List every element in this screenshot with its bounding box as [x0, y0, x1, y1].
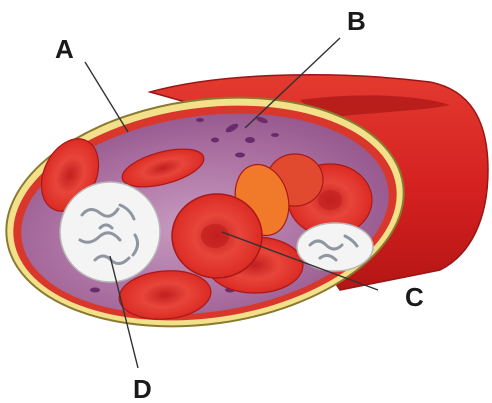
- label-b: B: [347, 6, 366, 36]
- label-a: A: [55, 34, 74, 64]
- label-d: D: [133, 374, 152, 403]
- label-c: C: [405, 282, 424, 312]
- leader-line-a: [85, 62, 128, 132]
